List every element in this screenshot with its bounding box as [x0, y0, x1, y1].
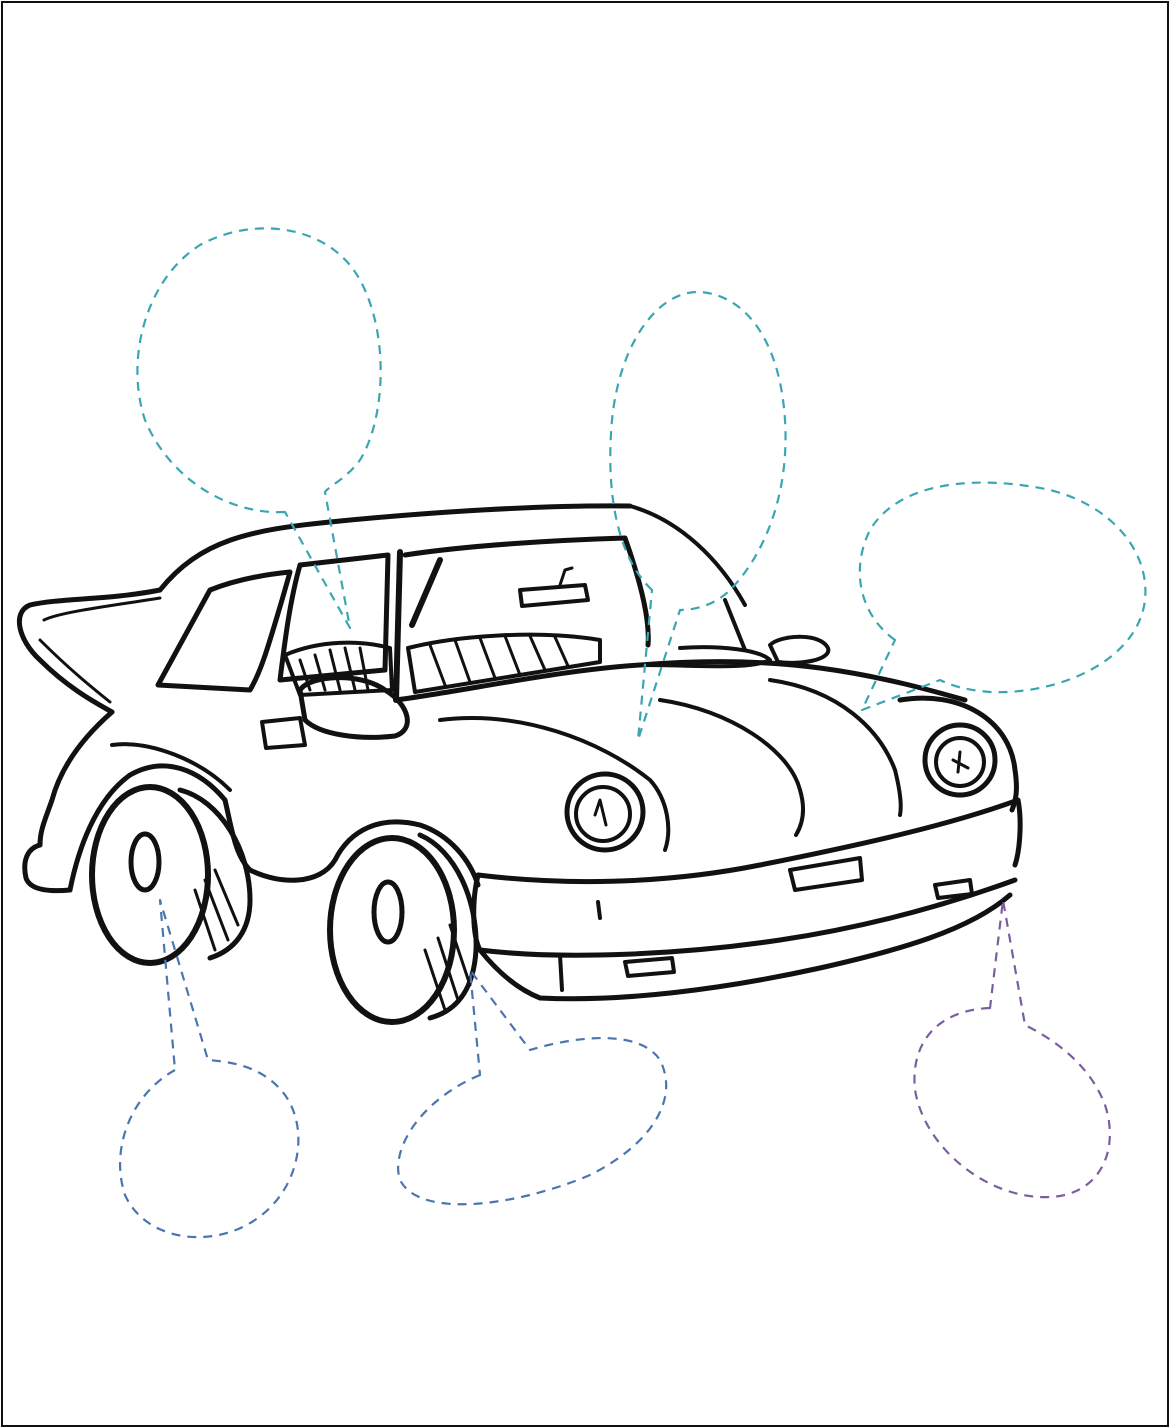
- callout-bubbles: [120, 228, 1145, 1237]
- callout-bumper[interactable]: [914, 900, 1109, 1197]
- car-drawing: [19, 506, 1020, 1022]
- callout-headlight[interactable]: [860, 483, 1146, 710]
- callout-window[interactable]: [137, 228, 380, 628]
- callout-hood[interactable]: [610, 292, 785, 740]
- callout-rear-wheel[interactable]: [120, 900, 298, 1237]
- callout-front-wheel[interactable]: [398, 970, 666, 1204]
